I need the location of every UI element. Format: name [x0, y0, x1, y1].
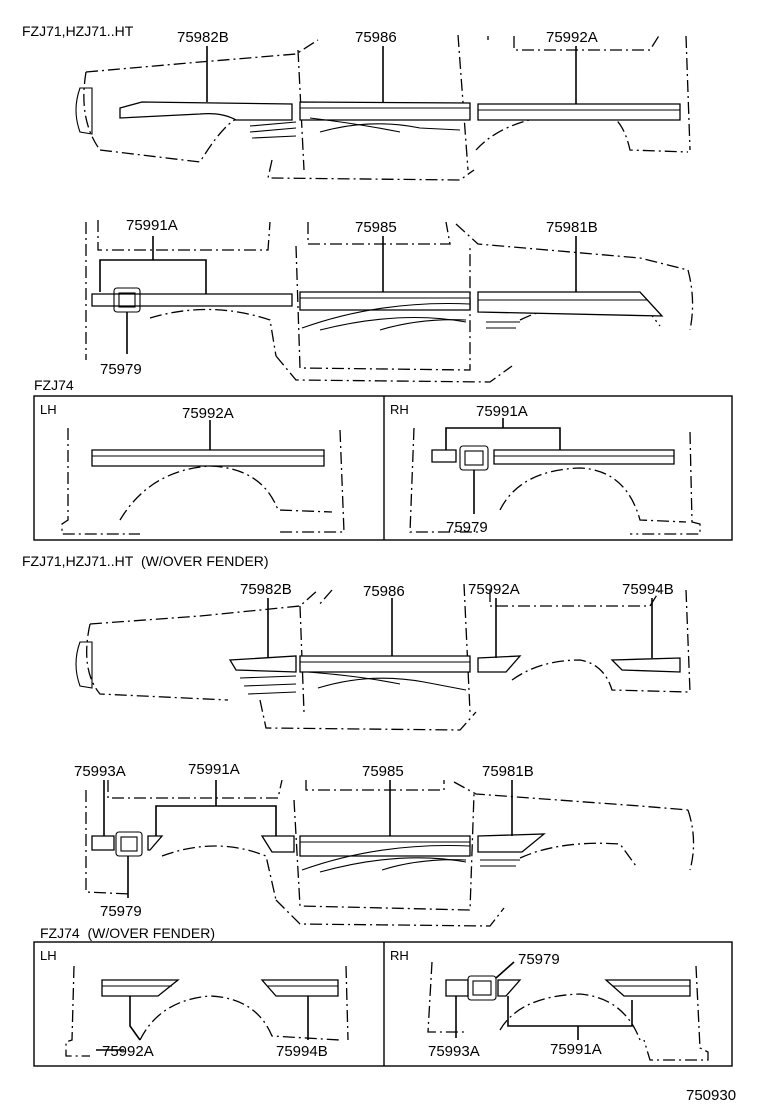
label-75979-d: 75979	[100, 903, 142, 920]
leader-75992A-e	[129, 996, 141, 1041]
fzj74-frame	[33, 395, 733, 541]
tag-lh-b: LH	[40, 948, 57, 963]
label-75986: 75986	[355, 29, 397, 46]
label-75992A-b: 75992A	[182, 405, 234, 422]
figure-number: 750930	[686, 1087, 736, 1104]
vehicle-right-side-view-overfender: 75993A 75991A 75985 75981B 75979	[74, 761, 695, 927]
label-75981B: 75981B	[546, 219, 598, 236]
vehicle-right-side-view: 75991A 75985 75981B 75979	[85, 217, 694, 383]
label-75981B-d: 75981B	[482, 763, 534, 780]
label-75982B: 75982B	[177, 29, 229, 46]
tag-rh: RH	[390, 402, 409, 417]
tag-rh-b: RH	[390, 948, 409, 963]
label-75985-d: 75985	[362, 763, 404, 780]
label-75991A: 75991A	[126, 217, 178, 234]
label-75986-c: 75986	[363, 583, 405, 600]
tag-lh: LH	[40, 402, 57, 417]
label-75991A-d: 75991A	[188, 761, 240, 778]
fzj74-overfender-lh-panel: LH 75992A 75994B	[40, 948, 349, 1060]
header-fzj71-hzj71-ht: FZJ71,HZJ71..HT	[22, 23, 134, 39]
label-75992A-c: 75992A	[468, 581, 520, 598]
header-fzj74: FZJ74	[34, 377, 74, 393]
label-75979-a: 75979	[100, 361, 142, 378]
header-fzj74-overfender: FZJ74 (W/OVER FENDER)	[40, 925, 215, 941]
label-75991A-b: 75991A	[476, 403, 528, 420]
label-75992A: 75992A	[546, 29, 598, 46]
badge-75979-c	[115, 831, 143, 857]
vehicle-left-side-view: 75982B 75986 75992A	[75, 29, 691, 181]
badge-75979-b	[459, 445, 489, 471]
label-75979-e: 75979	[518, 951, 560, 968]
section-fzj71-standard: FZJ71,HZJ71..HT	[22, 23, 694, 383]
label-75993A-d: 75993A	[74, 763, 126, 780]
label-75991A-e: 75991A	[550, 1041, 602, 1058]
section-fzj71-over-fender: FZJ71,HZJ71..HT (W/OVER FENDER)	[22, 553, 695, 927]
label-75993A-e: 75993A	[428, 1043, 480, 1060]
label-75982B-c: 75982B	[240, 581, 292, 598]
fzj74-lh-panel: LH 75992A	[40, 402, 345, 535]
section-fzj74-over-fender: FZJ74 (W/OVER FENDER) LH 75992A 75994B R…	[33, 925, 733, 1067]
leader-75991A-d	[155, 805, 277, 836]
leader-75991A-b	[445, 427, 561, 450]
leader-75991A	[99, 259, 207, 294]
badge-75979-e	[467, 975, 497, 1001]
label-75979-b: 75979	[446, 519, 488, 536]
label-75985: 75985	[355, 219, 397, 236]
fzj74-overfender-rh-panel: RH 75979 75993A 75991A	[390, 948, 709, 1061]
header-fzj71-overfender: FZJ71,HZJ71..HT (W/OVER FENDER)	[22, 553, 269, 569]
label-75994B-e: 75994B	[276, 1043, 328, 1060]
label-75992A-e: 75992A	[102, 1043, 154, 1060]
fzj74-rh-panel: RH 75991A 75979	[390, 402, 701, 536]
section-fzj74: FZJ74 LH 75992A RH 75991A	[33, 377, 733, 541]
leader-75991A-e	[507, 996, 633, 1027]
fzj74-overfender-frame	[33, 941, 733, 1067]
label-75994B-c: 75994B	[622, 581, 674, 598]
vehicle-left-side-view-overfender: 75982B 75986 75992A 75994B	[75, 581, 691, 731]
leader-75979-e	[495, 961, 515, 979]
